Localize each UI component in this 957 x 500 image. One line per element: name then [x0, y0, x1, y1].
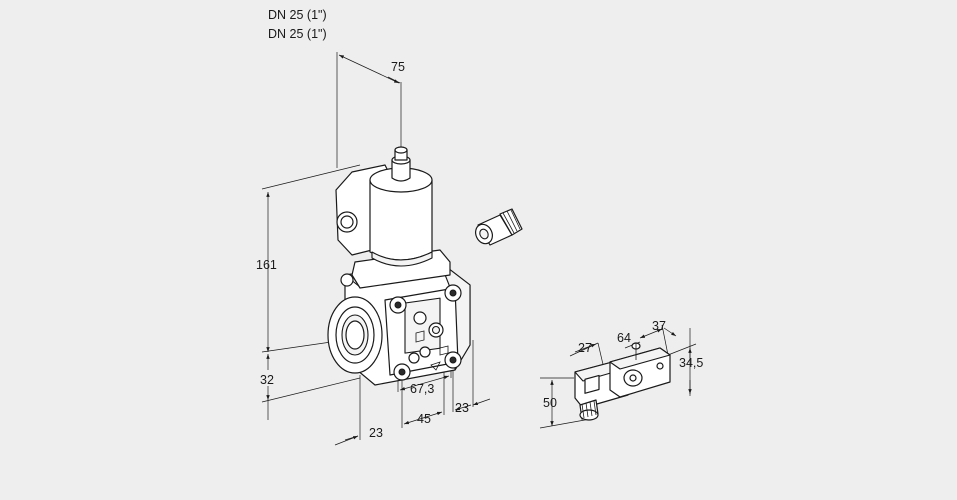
- dimension-label-23-left: 23: [369, 426, 383, 440]
- connection-size-label: DN 25 (1"): [268, 27, 327, 41]
- dimension-label-161: 161: [256, 258, 277, 272]
- dimension-label-64: 64: [617, 331, 631, 345]
- dimension-label-32: 32: [260, 373, 274, 387]
- dimension-label-23-right: 23: [455, 401, 469, 415]
- dimension-label-50: 50: [543, 396, 557, 410]
- dimension-label-75: 75: [391, 60, 405, 74]
- dimension-label-34-5: 34,5: [679, 356, 704, 370]
- dimension-label-37: 37: [652, 319, 666, 333]
- connection-size-label: DN 25 (1"): [268, 8, 327, 22]
- dimension-label-45: 45: [417, 412, 431, 426]
- main-dimension-lines: [261, 52, 491, 446]
- cable-gland: [475, 208, 523, 246]
- connector-illustration: [539, 324, 697, 429]
- dimension-label-67-3: 67,3: [410, 382, 435, 396]
- dimension-label-27: 27: [578, 341, 592, 355]
- valve-illustration: [327, 146, 523, 386]
